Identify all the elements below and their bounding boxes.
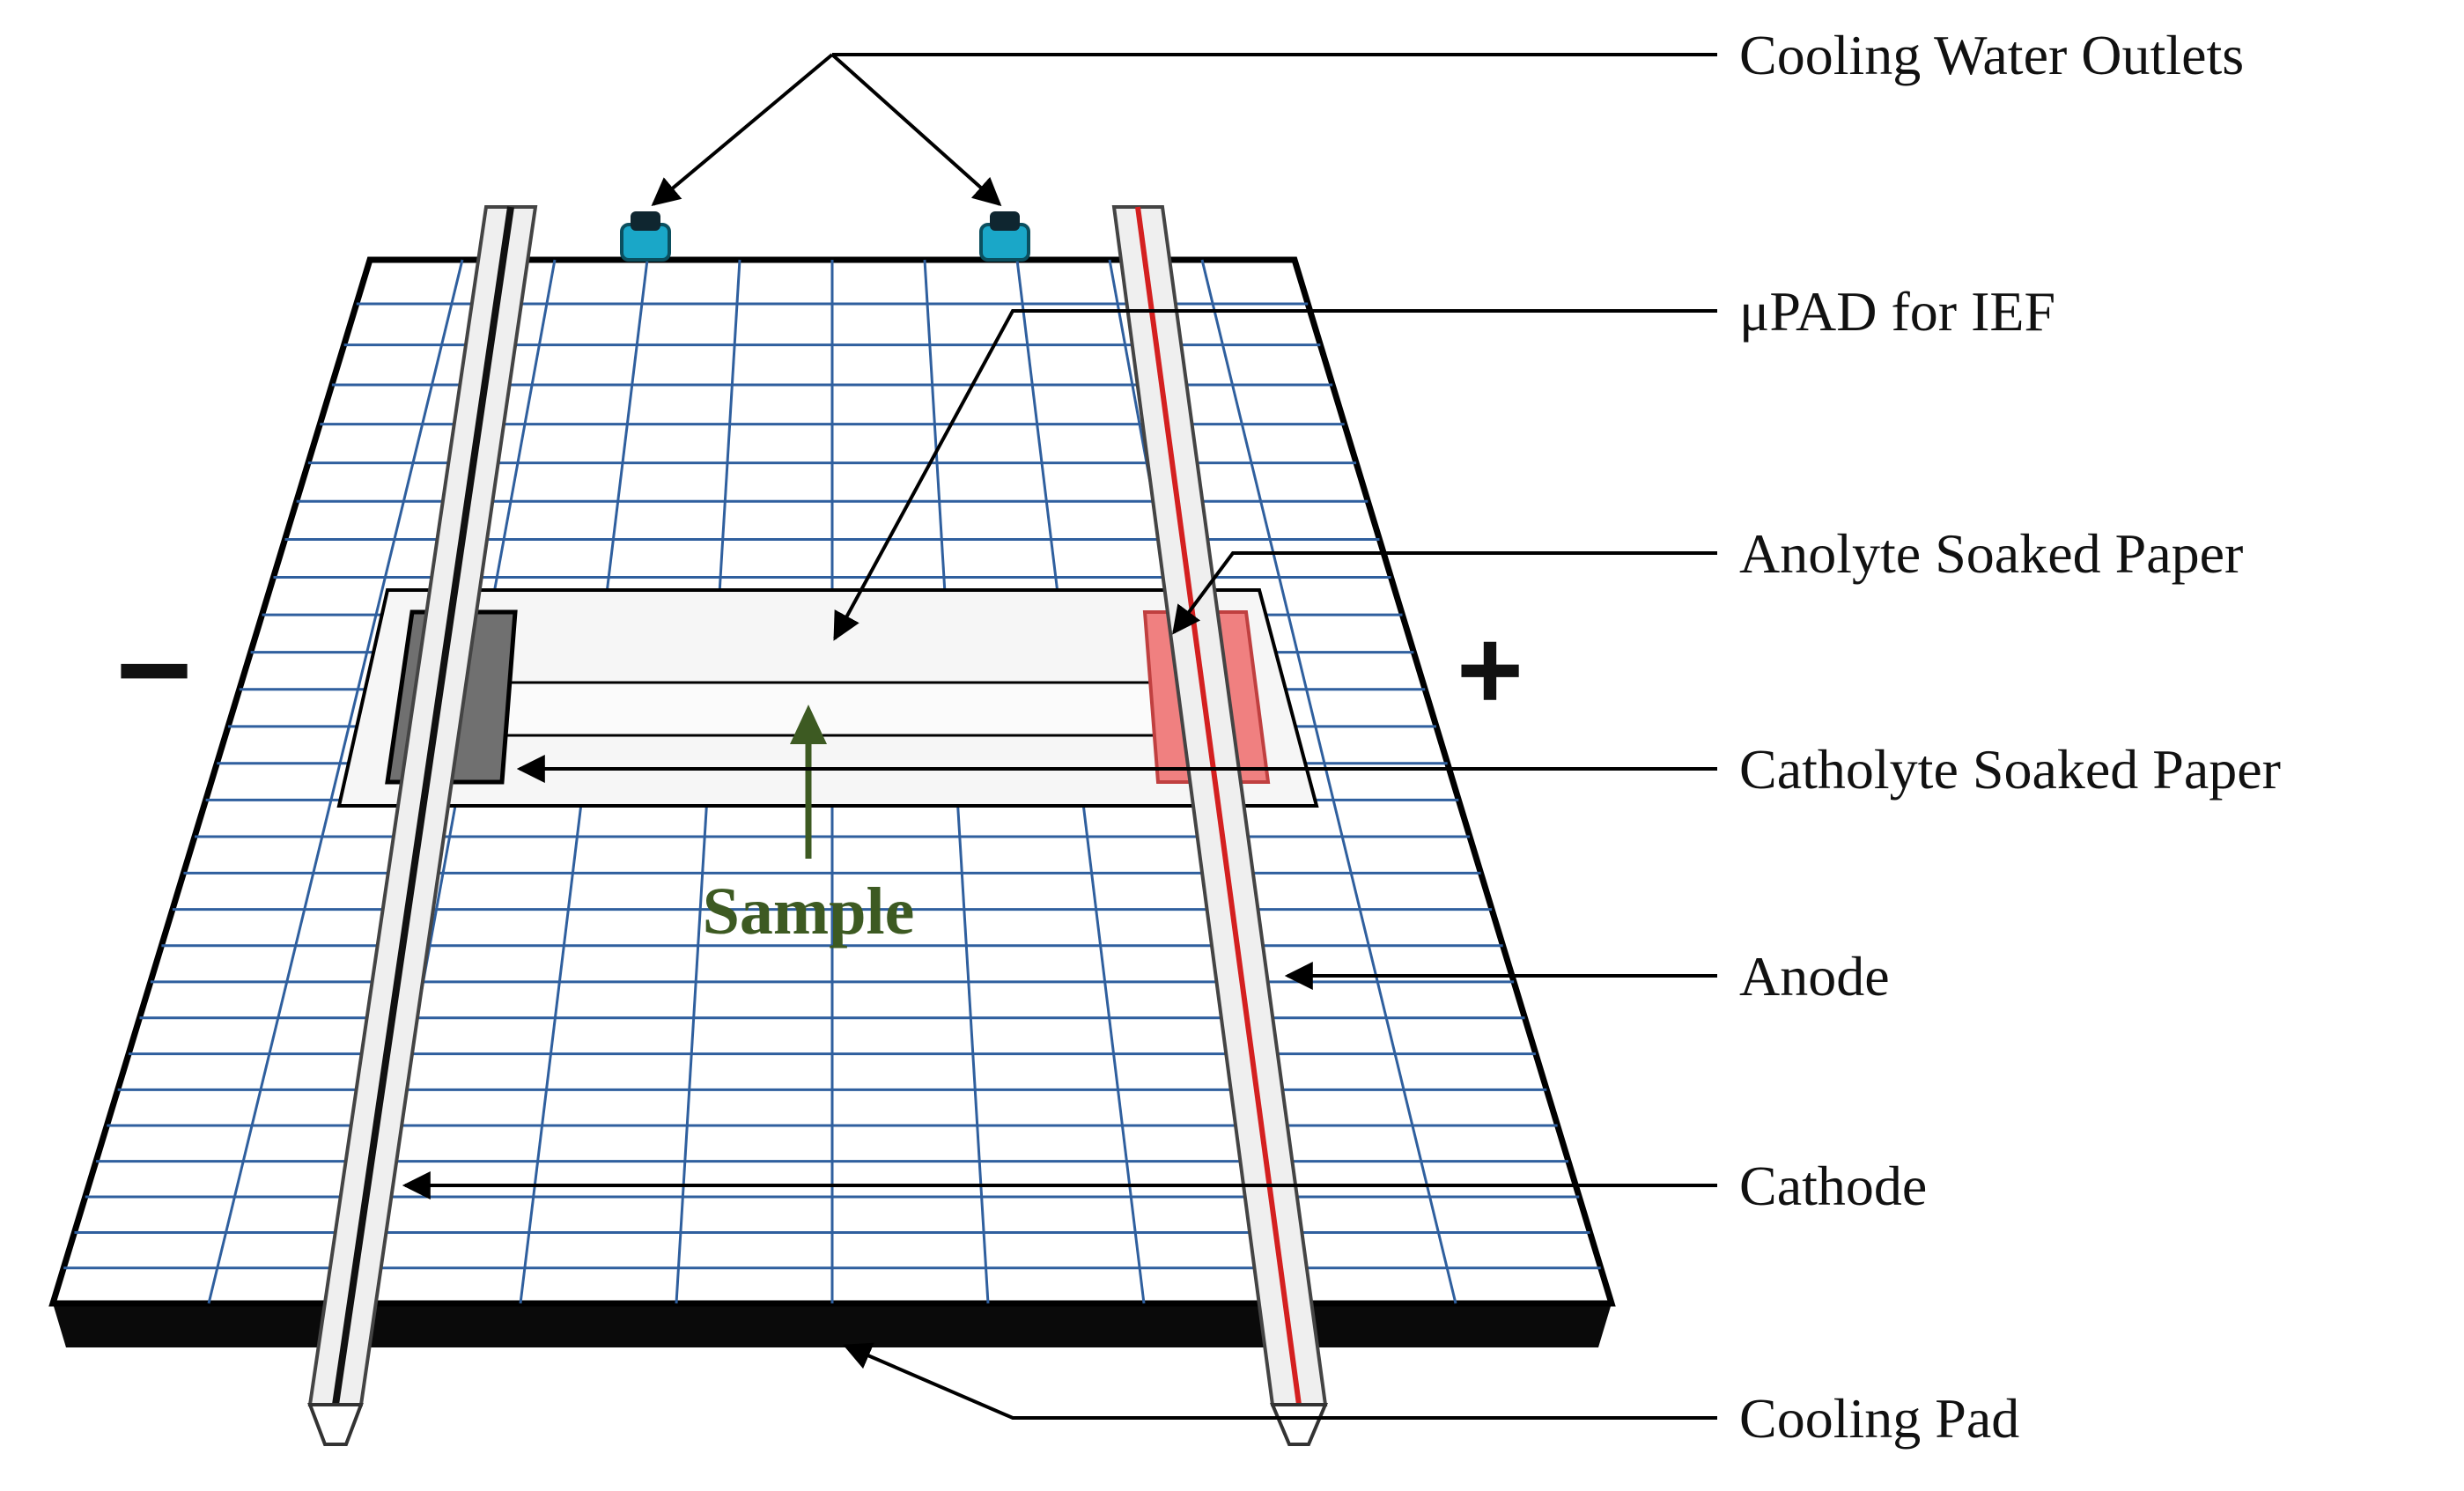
leader-lines bbox=[402, 53, 1717, 1420]
negative-sign: − bbox=[115, 595, 193, 743]
grid-line-vertical bbox=[207, 259, 464, 1304]
cooling-pad-base bbox=[53, 1303, 1612, 1347]
label-anolyte-soaked-paper: Anolyte Soaked Paper bbox=[1739, 522, 2243, 585]
upad-strip bbox=[487, 681, 1160, 737]
positive-sign: + bbox=[1457, 605, 1523, 734]
sample-label: Sample bbox=[703, 875, 915, 948]
label-cooling-pad: Cooling Pad bbox=[1739, 1387, 2019, 1450]
sample-arrow bbox=[790, 705, 827, 859]
anode-rod bbox=[1111, 205, 1329, 1446]
cooling-water-outlet-left bbox=[620, 211, 671, 262]
label-cathode: Cathode bbox=[1739, 1155, 1927, 1217]
label-anode: Anode bbox=[1739, 945, 1890, 1008]
cooling-water-outlet-right bbox=[979, 211, 1030, 262]
label-upad-for-ief: μPAD for IEF bbox=[1739, 280, 2055, 343]
label-cooling-water-outlets: Cooling Water Outlets bbox=[1739, 24, 2244, 86]
label-catholyte-soaked-paper: Catholyte Soaked Paper bbox=[1739, 738, 2281, 801]
cathode-rod bbox=[307, 205, 538, 1446]
grid-line-vertical bbox=[1200, 259, 1457, 1304]
